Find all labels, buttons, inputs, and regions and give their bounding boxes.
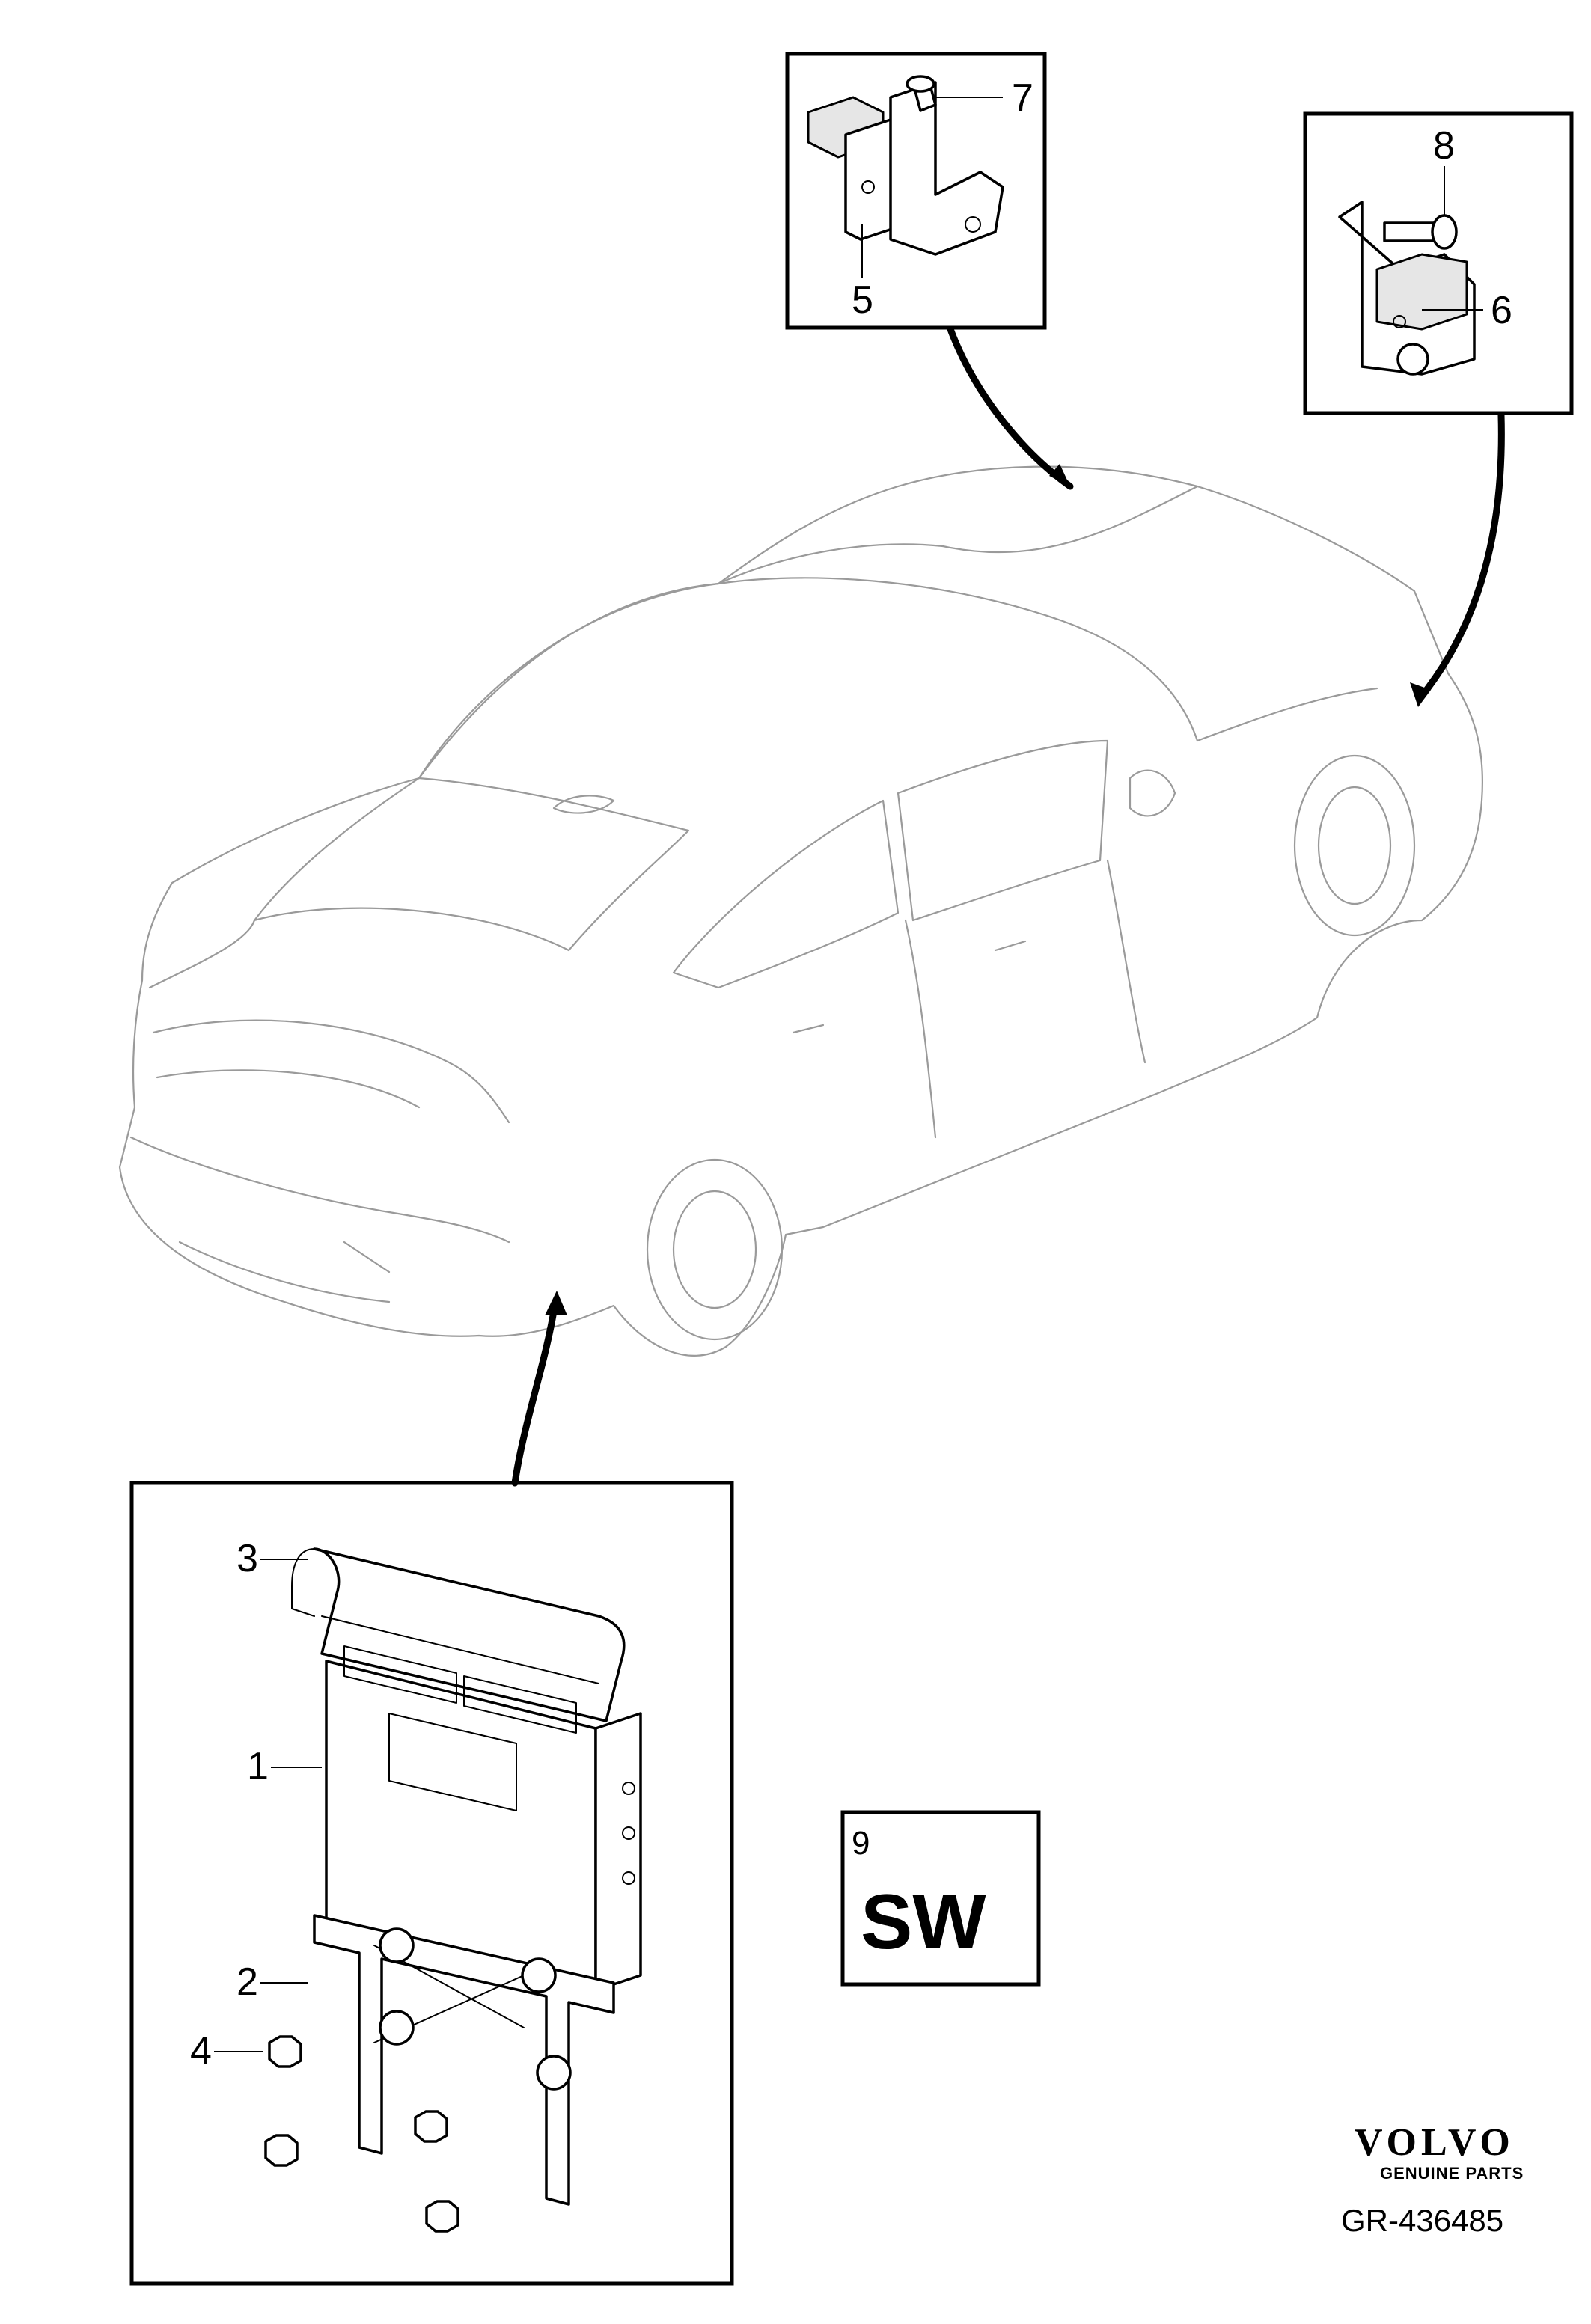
sedan-car-icon (118, 465, 1484, 1357)
detail-frame-control-module (129, 1481, 734, 2286)
callout-3: 3 (236, 1537, 258, 1580)
callout-4: 4 (190, 2029, 212, 2073)
sw-box (840, 1810, 1041, 1987)
screw-icon-8 (1383, 214, 1458, 250)
callout-8: 8 (1433, 124, 1455, 168)
callout-1: 1 (247, 1745, 269, 1788)
pointer-arrow-rear (1418, 412, 1505, 700)
bracket-icon-carrier (313, 1914, 615, 2206)
detail-frame-front-sensor (785, 52, 1047, 330)
arrowhead-module (545, 1291, 567, 1315)
callout-2: 2 (236, 1960, 258, 2004)
callout-6: 6 (1491, 289, 1512, 332)
pointer-arrow-module (511, 1298, 559, 1487)
arrowhead-rear (1410, 682, 1431, 707)
screw-icon (906, 75, 937, 112)
nut-icon (264, 2035, 459, 2233)
diagram-reference: GR-436485 (1341, 2203, 1503, 2238)
control-module-icon (325, 1645, 642, 1992)
brand-logo: VOLVO (1355, 2121, 1515, 2164)
callout-7: 7 (1012, 76, 1033, 120)
bracket-icon (807, 81, 1004, 256)
arrowhead-front (1049, 464, 1070, 486)
sw-code: SW (861, 1879, 986, 1966)
brand-tagline: GENUINE PARTS (1380, 2164, 1524, 2183)
pointer-arrow-front (947, 325, 1074, 490)
callout-5: 5 (852, 278, 873, 322)
sw-number: 9 (852, 1825, 870, 1862)
cover-icon (291, 1547, 626, 1722)
detail-frame-rear-sensor (1303, 111, 1574, 415)
